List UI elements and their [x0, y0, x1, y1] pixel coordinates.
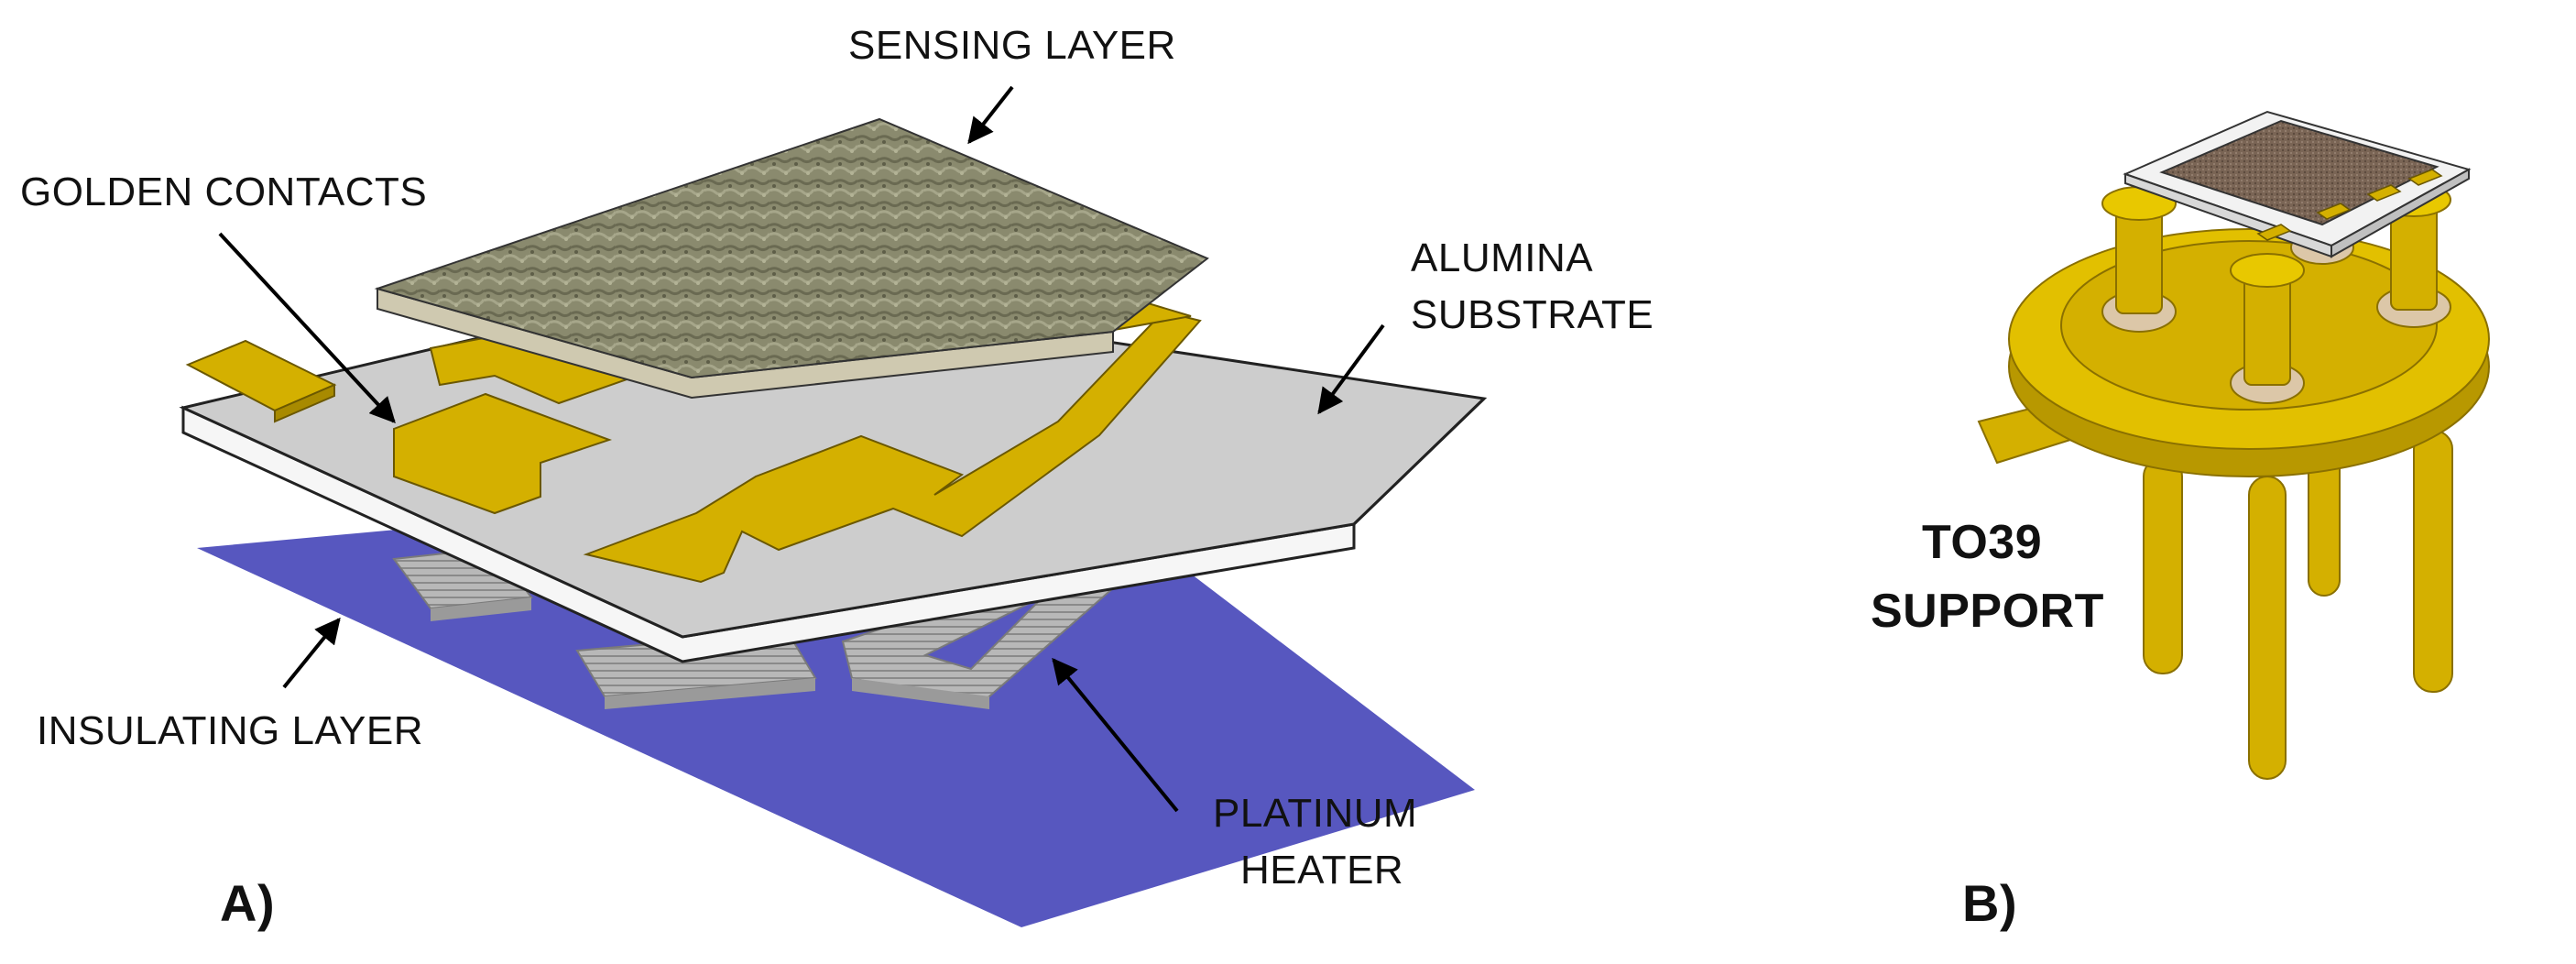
panel-a-exploded-view: [179, 117, 1488, 927]
label-to39-line2: SUPPORT: [1871, 585, 2104, 638]
label-platinum-line2: HEATER: [1240, 848, 1404, 893]
to39-lower-pins: [2143, 430, 2453, 780]
label-insulating-layer: INSULATING LAYER: [37, 708, 424, 753]
label-alumina-line2: SUBSTRATE: [1411, 292, 1654, 337]
panel-label-b: B): [1962, 874, 2018, 932]
label-platinum-line1: PLATINUM: [1213, 791, 1418, 836]
label-golden-contacts: GOLDEN CONTACTS: [20, 170, 428, 214]
to39-sensor-chip: [2123, 110, 2472, 258]
label-to39-line1: TO39: [1922, 516, 2043, 569]
panel-b-to39-support: [1977, 110, 2490, 780]
panel-label-a: A): [220, 874, 276, 932]
sensing-layer-top: [374, 117, 1209, 379]
label-alumina-line1: ALUMINA: [1411, 236, 1594, 280]
label-arrows: [218, 85, 1385, 813]
label-sensing-layer: SENSING LAYER: [848, 23, 1176, 68]
